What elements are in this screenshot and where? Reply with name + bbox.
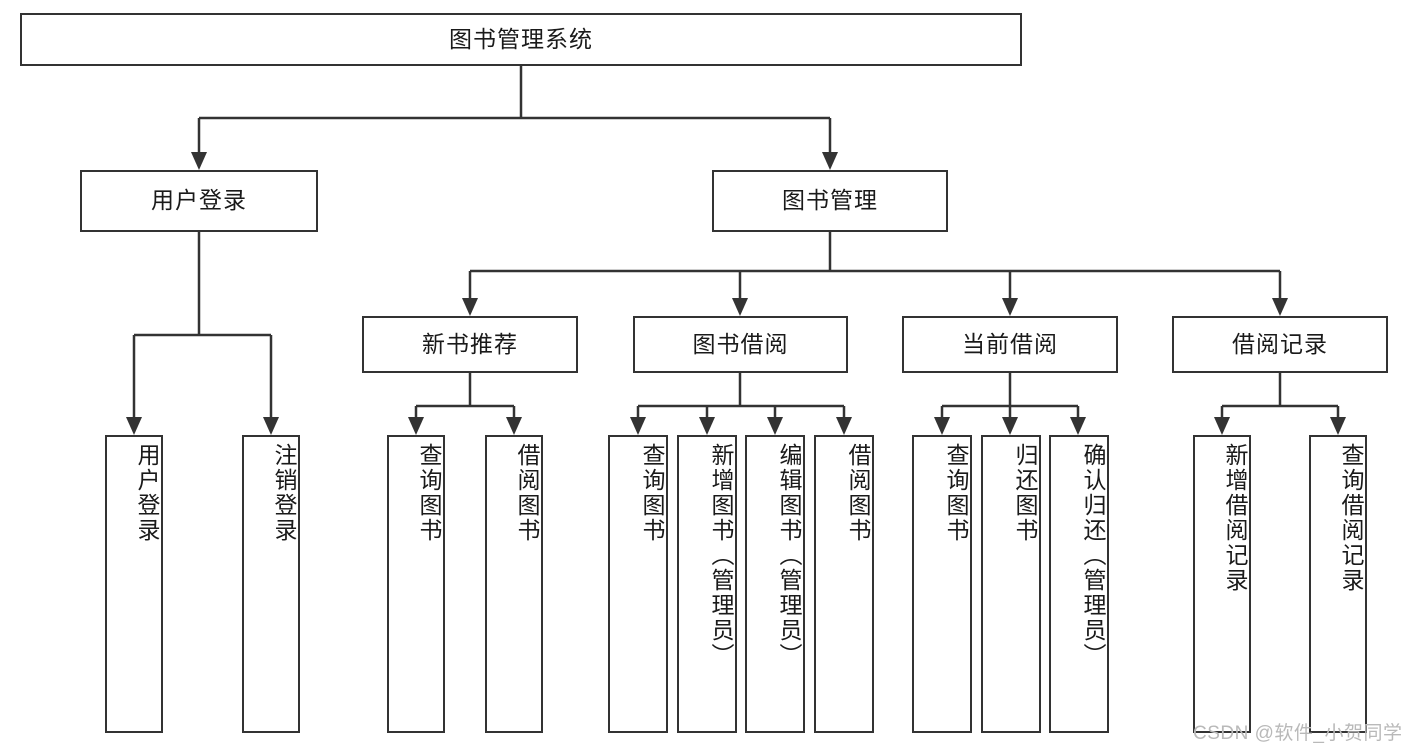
node-book-management[interactable]: 图书管理 (712, 170, 948, 232)
leaf-current-borrow-return-book[interactable]: 归还图书 (981, 435, 1041, 733)
arrow-currentborrow-to-leaf-0 (934, 417, 950, 435)
leaf-borrow-record-add-record[interactable]: 新增借阅记录 (1193, 435, 1251, 733)
node-borrow-record[interactable]: 借阅记录 (1172, 316, 1388, 373)
leaf-book-borrow-add-book-admin[interactable]: 新增图书（管理员） (677, 435, 737, 733)
node-label: 新增图书（管理员） (708, 443, 734, 668)
arrow-userlogin-to-leaf-0 (126, 417, 142, 435)
arrow-newbook-to-leaf-1 (506, 417, 522, 435)
arrow-userlogin-to-leaf-1 (263, 417, 279, 435)
leaf-user-login-logout[interactable]: 注销登录 (242, 435, 300, 733)
arrow-bookmanage-to-l2-2 (1002, 298, 1018, 316)
arrow-bookmanage-to-l2-0 (462, 298, 478, 316)
node-label: 图书借阅 (692, 330, 789, 357)
leaf-book-borrow-borrow-book[interactable]: 借阅图书 (814, 435, 874, 733)
arrow-borrowrecord-to-leaf-1 (1330, 417, 1346, 435)
arrow-borrowrecord-to-leaf-0 (1214, 417, 1230, 435)
leaf-new-book-query-book[interactable]: 查询图书 (387, 435, 445, 733)
node-label: 注销登录 (271, 443, 297, 543)
leaf-book-borrow-query-book[interactable]: 查询图书 (608, 435, 668, 733)
arrow-currentborrow-to-leaf-1 (1002, 417, 1018, 435)
node-label: 查询图书 (416, 443, 442, 543)
node-label: 图书管理 (782, 187, 878, 214)
leaf-user-login-login[interactable]: 用户登录 (105, 435, 163, 733)
node-label: 借阅记录 (1232, 330, 1328, 357)
leaf-new-book-borrow-book[interactable]: 借阅图书 (485, 435, 543, 733)
node-label: 图书管理系统 (449, 25, 593, 52)
node-label: 新增借阅记录 (1222, 443, 1248, 593)
node-label: 当前借阅 (962, 330, 1058, 357)
arrow-newbook-to-leaf-0 (408, 417, 424, 435)
node-label: 确认归还（管理员） (1080, 443, 1106, 668)
leaf-book-borrow-edit-book-admin[interactable]: 编辑图书（管理员） (745, 435, 805, 733)
arrow-bookborrow-to-leaf-2 (767, 417, 783, 435)
arrow-root-to-book-manage (822, 152, 838, 170)
node-label: 查询借阅记录 (1338, 443, 1364, 593)
leaf-current-borrow-confirm-return-admin[interactable]: 确认归还（管理员） (1049, 435, 1109, 733)
node-label: 借阅图书 (845, 443, 871, 543)
node-root-book-management-system[interactable]: 图书管理系统 (20, 13, 1022, 66)
leaf-current-borrow-query-book[interactable]: 查询图书 (912, 435, 972, 733)
node-book-borrow[interactable]: 图书借阅 (633, 316, 848, 373)
csdn-watermark: CSDN @软件_小贺同学 (1193, 723, 1403, 744)
arrow-bookborrow-to-leaf-1 (699, 417, 715, 435)
arrow-bookborrow-to-leaf-3 (836, 417, 852, 435)
arrow-bookmanage-to-l2-3 (1272, 298, 1288, 316)
node-user-login[interactable]: 用户登录 (80, 170, 318, 232)
node-current-borrow[interactable]: 当前借阅 (902, 316, 1118, 373)
node-label: 用户登录 (134, 443, 160, 543)
node-label: 用户登录 (151, 187, 247, 214)
node-label: 归还图书 (1012, 443, 1038, 543)
node-label: 查询图书 (639, 443, 665, 543)
arrow-currentborrow-to-leaf-2 (1070, 417, 1086, 435)
arrow-bookborrow-to-leaf-0 (630, 417, 646, 435)
node-label: 编辑图书（管理员） (776, 443, 802, 668)
leaf-borrow-record-query-record[interactable]: 查询借阅记录 (1309, 435, 1367, 733)
arrow-bookmanage-to-l2-1 (732, 298, 748, 316)
node-label: 查询图书 (943, 443, 969, 543)
node-label: 借阅图书 (514, 443, 540, 543)
node-new-book-recommend[interactable]: 新书推荐 (362, 316, 578, 373)
arrow-root-to-user-login (191, 152, 207, 170)
node-label: 新书推荐 (422, 330, 518, 357)
